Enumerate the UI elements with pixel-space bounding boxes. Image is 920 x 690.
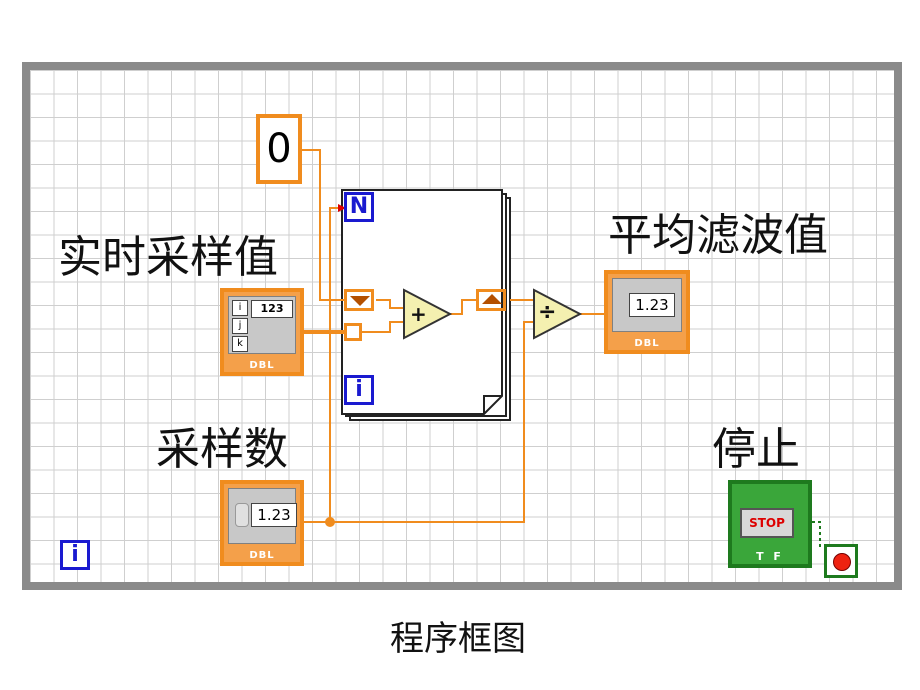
wire-shift-to-add: [376, 299, 404, 309]
sample-count-control[interactable]: 1.23 DBL: [220, 480, 304, 566]
loop-condition-terminal[interactable]: [824, 544, 858, 578]
add-function: [403, 288, 453, 340]
indicator-body: 1.23: [612, 278, 682, 332]
index-j: j: [232, 318, 248, 334]
shift-register-right: [476, 289, 506, 311]
divide-symbol: ÷: [538, 300, 557, 325]
label-stop: 停止: [712, 424, 800, 475]
wire-count-to-divide: [300, 321, 536, 523]
array-terminal-body: i j k 123: [228, 296, 296, 354]
shift-up-arrow: [482, 294, 502, 304]
while-loop-iteration-terminal: i: [60, 540, 90, 570]
divide-function: [533, 288, 583, 340]
wire-shift-to-divide: [510, 299, 535, 308]
array-index-list: i j k: [232, 300, 248, 352]
for-loop-iteration-terminal: i: [344, 375, 374, 405]
for-loop-page-corner: [483, 395, 502, 414]
wire-tunnel-to-add: [362, 321, 404, 333]
indicator-value: 1.23: [629, 293, 675, 317]
array-element-value: 123: [251, 300, 293, 318]
control-body: 1.23: [228, 488, 297, 544]
stop-button-terminal[interactable]: STOP T F: [728, 480, 812, 568]
wire-junction: [325, 517, 335, 527]
index-k: k: [232, 336, 248, 352]
dbl-type-label: DBL: [634, 338, 660, 349]
label-realtime-sample: 实时采样值: [58, 232, 278, 283]
figure-caption: 程序框图: [390, 619, 526, 659]
control-value: 1.23: [251, 503, 297, 527]
dbl-type-label: DBL: [249, 360, 275, 371]
shift-down-arrow: [350, 296, 370, 306]
count-arrow: [338, 204, 346, 212]
loop-count-terminal: N: [344, 192, 374, 222]
stop-if-true-icon: [833, 553, 851, 571]
label-sample-count: 采样数: [156, 424, 288, 475]
wire-const-to-shift: [302, 149, 344, 301]
boolean-wire: [812, 521, 821, 548]
indexing-tunnel: [344, 323, 362, 341]
wire-add-to-shift: [450, 299, 476, 315]
numeric-constant-zero[interactable]: 0: [256, 114, 302, 184]
stop-button[interactable]: STOP: [740, 508, 794, 538]
boolean-type-label: T F: [756, 550, 784, 563]
add-symbol: +: [410, 302, 427, 326]
dbl-type-label: DBL: [249, 550, 275, 561]
label-filtered-average: 平均滤波值: [608, 210, 828, 261]
increment-arrows[interactable]: [235, 503, 249, 527]
shift-register-left: [344, 289, 374, 311]
filtered-average-indicator[interactable]: 1.23 DBL: [604, 270, 690, 354]
realtime-sample-terminal[interactable]: i j k 123 DBL: [220, 288, 304, 376]
index-i: i: [232, 300, 248, 316]
